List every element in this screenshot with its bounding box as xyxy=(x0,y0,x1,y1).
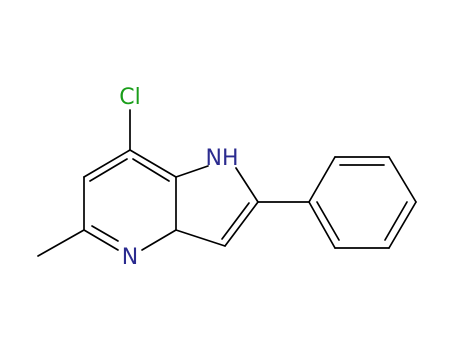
bond-c7a-c7 xyxy=(129,149,177,178)
bond-ph6-ph1-double xyxy=(316,201,340,241)
bond-ph4-ph5 xyxy=(388,201,417,249)
bond-c7-c6-double xyxy=(89,158,128,182)
bond-c7a-n1 xyxy=(175,165,209,178)
bond-ph6-ph1 xyxy=(308,201,336,249)
bond-c5-n4 xyxy=(83,229,119,251)
bond-c7a-c7-double xyxy=(132,158,170,182)
bond-c3-c3a xyxy=(175,229,226,247)
bond-ph1-ph2 xyxy=(308,156,336,203)
bond-c2-c3 xyxy=(224,201,259,247)
bond-ph3-ph4 xyxy=(388,156,417,203)
bond-n4-c3a xyxy=(141,229,177,251)
bond-c7-c6 xyxy=(83,149,131,178)
pyridine-nitrogen-label: N xyxy=(122,245,138,270)
bond-n1-c2 xyxy=(235,167,259,203)
bond-ph4-ph5-double xyxy=(384,201,408,241)
pyrrole-nitrogen-label: NH xyxy=(206,146,239,171)
bond-c2-c3-double xyxy=(221,202,250,240)
bond-c5-n4-double xyxy=(91,225,119,242)
chlorine-label: Cl xyxy=(119,85,140,110)
bond-c5-methyl xyxy=(37,229,85,257)
